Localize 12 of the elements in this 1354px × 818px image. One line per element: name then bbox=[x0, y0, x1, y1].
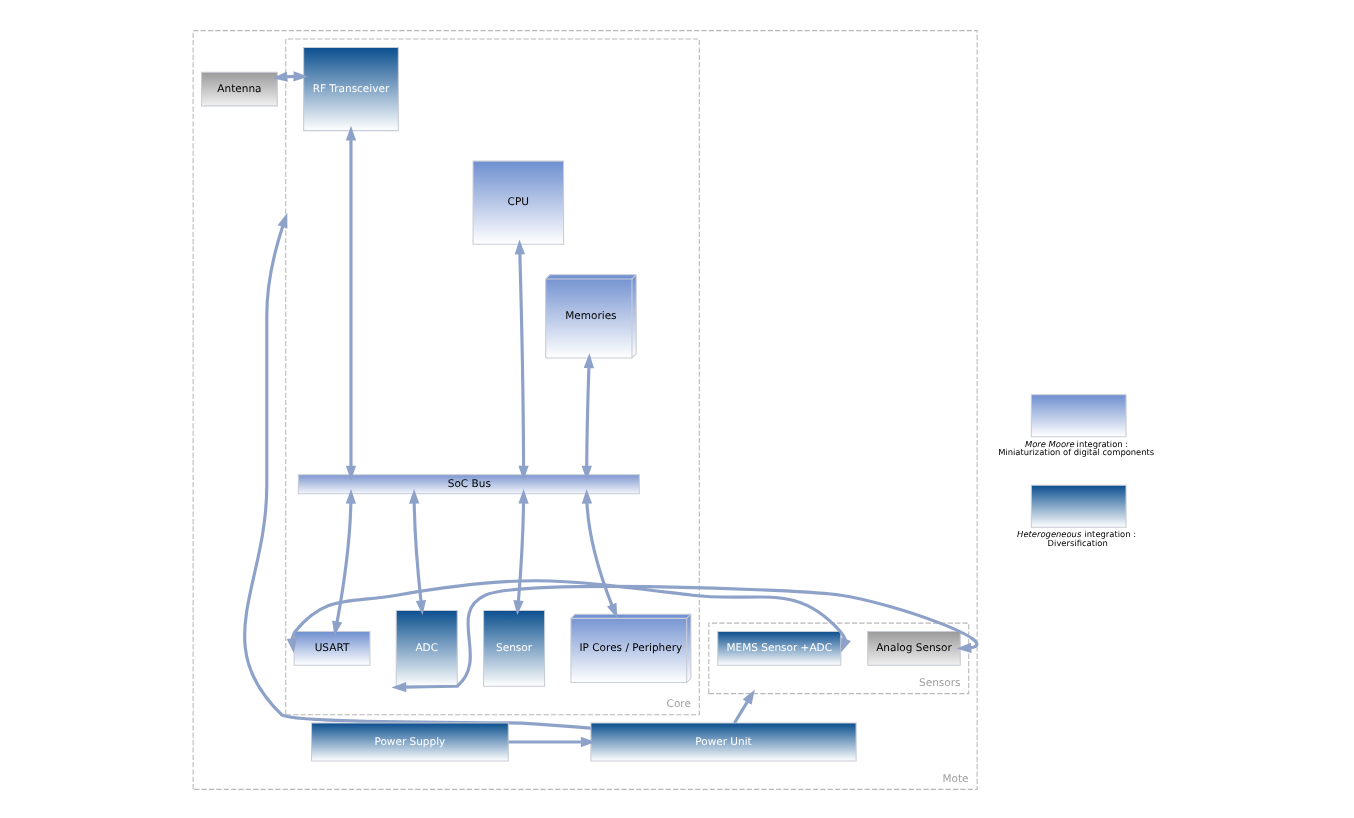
arrow bbox=[285, 578, 850, 653]
arrow bbox=[580, 352, 594, 480]
arrow bbox=[408, 487, 426, 615]
arrow bbox=[344, 124, 356, 480]
arrow bbox=[512, 487, 528, 615]
arrow bbox=[331, 487, 356, 635]
arrow bbox=[390, 583, 977, 692]
arrow bbox=[513, 238, 528, 480]
arrow bbox=[732, 688, 754, 723]
arrow bbox=[580, 487, 617, 618]
arrow bbox=[507, 735, 595, 747]
arrow bbox=[242, 211, 590, 729]
